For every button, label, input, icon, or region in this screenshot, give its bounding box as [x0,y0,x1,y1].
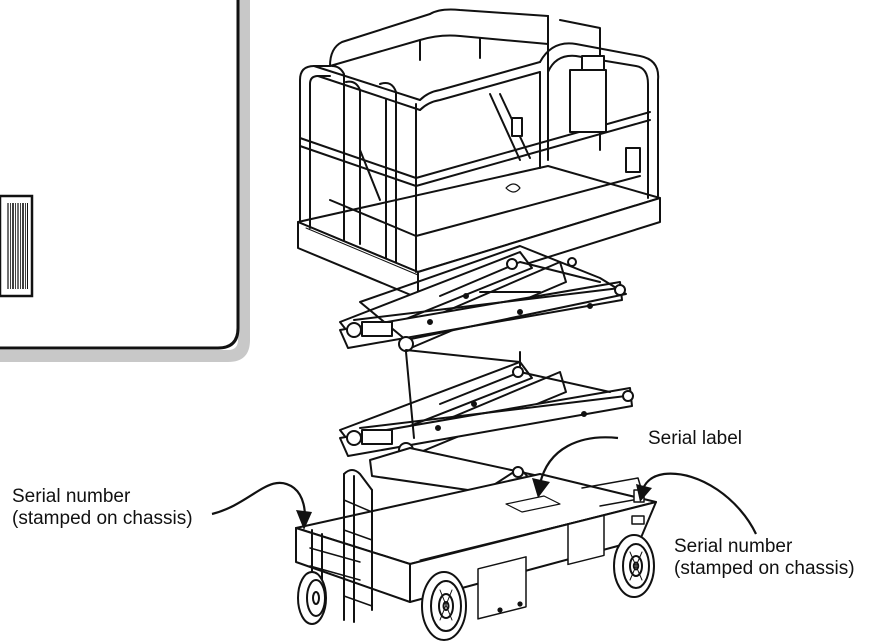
arrow-serial-label [538,436,619,485]
wheel-front-right [421,571,467,641]
label-serial-number-left: Serial number (stamped on chassis) [12,486,193,530]
scissor-stage-middle [339,349,634,459]
callout-arrows [211,436,757,535]
wheel-front-left [297,571,327,625]
label-line: Serial number [674,536,793,557]
wheels [297,534,655,641]
arrowhead-icon [296,510,312,530]
arrow-serial-number-left [211,481,306,521]
label-serial-number-right: Serial number (stamped on chassis) [674,536,855,580]
scissor-stage-upper [339,245,627,352]
arrow-serial-number-right [640,472,757,535]
label-line: (stamped on chassis) [674,558,855,579]
label-serial-label: Serial label [648,428,742,450]
label-line: Serial label [648,428,742,449]
wheel-rear-right [613,534,655,598]
guard-rails [299,8,660,273]
label-line: Serial number [12,486,131,507]
scissor-lift [295,8,661,641]
label-line: (stamped on chassis) [12,508,193,529]
inset-panel [0,0,240,350]
chassis [295,469,657,623]
barcode-icon [0,194,34,298]
arrowhead-icon [636,484,652,502]
arrowhead-icon [532,478,550,498]
serial-label-inset [0,0,250,362]
